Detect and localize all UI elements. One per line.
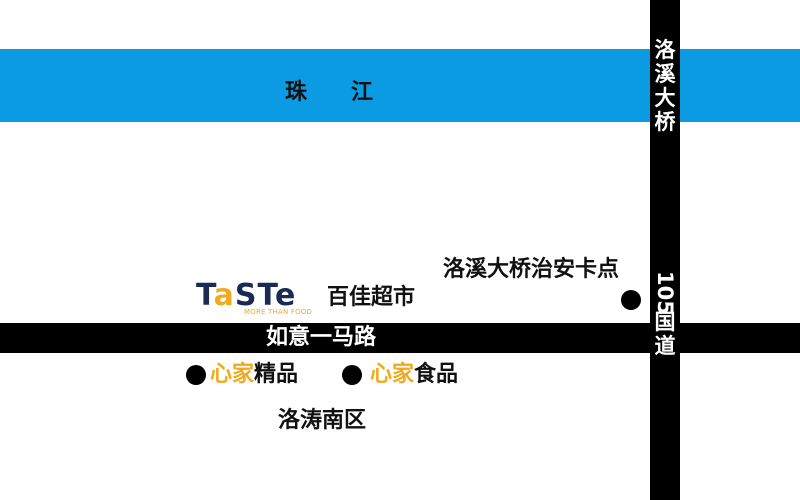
bridge-char: 洛 xyxy=(654,38,676,62)
shop2-label: 心家食品 xyxy=(370,361,458,389)
checkpoint-label: 洛溪大桥治安卡点 xyxy=(443,257,620,282)
highway-number: 105 xyxy=(653,271,677,315)
shop1-label: 心家精品 xyxy=(210,361,298,389)
road-ruyi-yima xyxy=(0,323,800,353)
road-label-ruyi-yima: 如意一马路 xyxy=(266,325,377,350)
bridge-label-luoxi: 洛 溪 大 桥 xyxy=(650,38,680,134)
highway-char: 道 xyxy=(654,334,676,358)
taste-logo: TaSTe MORE THAN FOOD xyxy=(196,281,320,317)
shop1-brand: 心家 xyxy=(210,362,255,387)
supermarket-label: 百佳超市 xyxy=(327,285,416,310)
bridge-char: 溪 xyxy=(654,62,676,86)
river-zhujiang xyxy=(0,49,800,122)
river-label: 珠 江 xyxy=(285,80,374,105)
district-label: 洛涛南区 xyxy=(278,408,367,433)
road-105-highway xyxy=(650,0,680,500)
shop1-marker-icon xyxy=(186,365,206,385)
taste-logo-word: TaSTe xyxy=(196,278,297,313)
highway-label-105: 105 国 道 xyxy=(650,262,680,358)
shop2-suffix: 食品 xyxy=(414,362,459,387)
highway-char: 国 xyxy=(654,310,676,334)
bridge-char: 桥 xyxy=(654,110,676,134)
checkpoint-marker-icon xyxy=(621,290,641,310)
shop2-brand: 心家 xyxy=(370,362,415,387)
bridge-char: 大 xyxy=(654,86,676,110)
taste-logo-tagline: MORE THAN FOOD xyxy=(244,308,313,316)
shop2-marker-icon xyxy=(342,365,362,385)
shop1-suffix: 精品 xyxy=(254,362,299,387)
